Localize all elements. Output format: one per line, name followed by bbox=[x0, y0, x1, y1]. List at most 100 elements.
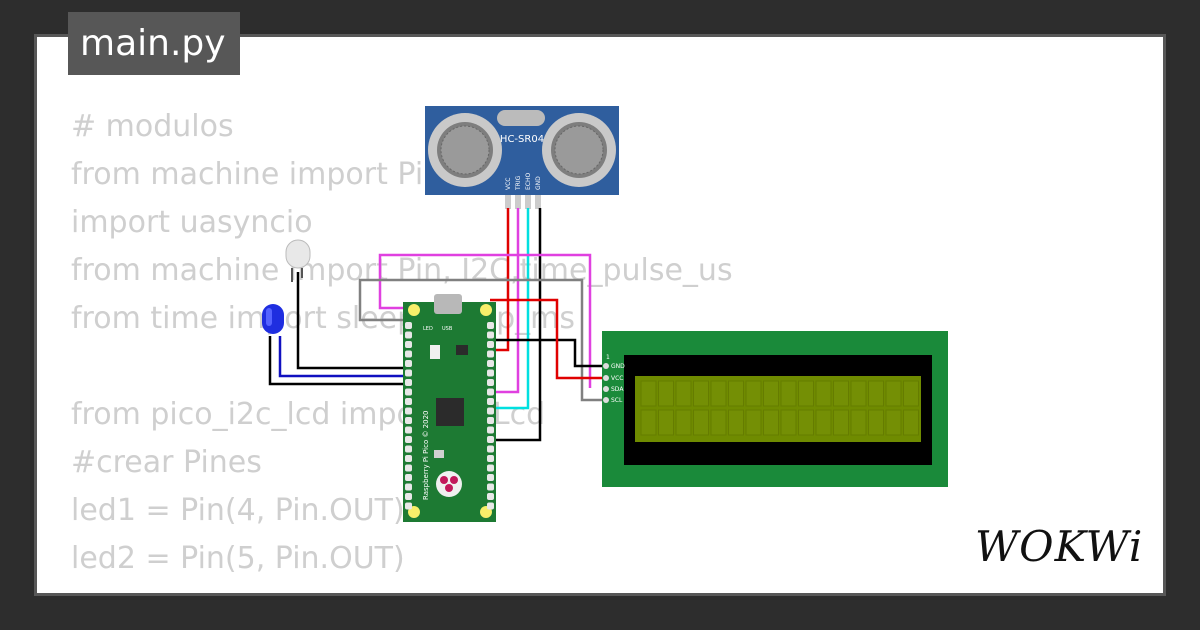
pico-pin bbox=[405, 426, 412, 434]
pico-pin bbox=[405, 455, 412, 462]
lcd-pin-vcc: VCC bbox=[611, 375, 623, 382]
pico-pin bbox=[487, 445, 494, 453]
sensor-label: HC-SR04 bbox=[500, 134, 544, 145]
pico-led-label: LED bbox=[423, 326, 433, 332]
lcd-char-cell bbox=[658, 409, 674, 436]
lcd-pin-scl: SCL bbox=[611, 397, 623, 404]
pico-pin bbox=[487, 493, 494, 500]
pico-left-pins bbox=[405, 322, 412, 510]
lcd-char-cell bbox=[745, 409, 762, 436]
pico-pin bbox=[405, 350, 412, 358]
pico-pin bbox=[487, 369, 494, 377]
sensor-pin-gnd: GND bbox=[535, 176, 542, 190]
sensor-pin-echo: ECHO bbox=[525, 173, 532, 190]
pico-pin bbox=[487, 502, 494, 510]
pico-pin bbox=[405, 502, 412, 510]
wire-echo-cyan bbox=[490, 208, 530, 410]
wire-lcd-vcc-red bbox=[490, 298, 605, 380]
pico-pin bbox=[487, 331, 494, 339]
lcd-char-cell bbox=[675, 380, 692, 407]
code-line: i2c = I2C(0, sda=Pin(0), scl=Pin(1), fre… bbox=[71, 583, 825, 593]
pico-pin bbox=[487, 474, 494, 481]
led-blue[interactable] bbox=[262, 304, 284, 334]
pico-pin bbox=[405, 379, 412, 386]
file-tab[interactable]: main.py bbox=[68, 12, 240, 75]
sensor-pin-vcc: VCC bbox=[505, 178, 512, 190]
pico-pin bbox=[405, 445, 412, 453]
lcd-char-cell bbox=[675, 409, 692, 436]
pico-pin bbox=[405, 341, 412, 348]
lcd-char-cell bbox=[903, 380, 919, 407]
lcd-char-cell bbox=[833, 380, 849, 407]
lcd-char-cell bbox=[833, 409, 849, 436]
lcd-char-cell bbox=[850, 409, 867, 436]
lcd-char-cell bbox=[885, 409, 902, 436]
lcd-char-cell bbox=[815, 380, 832, 407]
wire-led-blue-gnd bbox=[268, 336, 410, 386]
lcd-char-cell bbox=[798, 409, 814, 436]
pico-pin bbox=[487, 322, 494, 329]
sensor-pin-trig: TRIG bbox=[515, 175, 522, 191]
lcd-char-cell bbox=[780, 409, 797, 436]
code-line: import uasyncio bbox=[71, 205, 313, 240]
wire-lcd-scl-gray bbox=[358, 278, 605, 402]
pico-pin bbox=[487, 436, 494, 443]
pico-right-pins bbox=[487, 322, 494, 510]
raspberry-pi-pico[interactable]: LED USB Raspberry Pi Pico © 2020 bbox=[403, 294, 496, 522]
lcd-pin-sda: SDA bbox=[611, 386, 624, 393]
pico-pin bbox=[405, 464, 412, 472]
pico-pin bbox=[405, 398, 412, 405]
code-line: led1 = Pin(4, Pin.OUT) bbox=[71, 493, 405, 528]
pico-pin bbox=[487, 341, 494, 348]
lcd-char-cell bbox=[658, 380, 674, 407]
pico-pin bbox=[405, 436, 412, 443]
pico-pin bbox=[487, 379, 494, 386]
pico-pin bbox=[405, 322, 412, 329]
pico-pin bbox=[405, 407, 412, 415]
pico-usb-label: USB bbox=[442, 326, 453, 332]
lcd-char-cell bbox=[903, 409, 919, 436]
wire-gnd-black bbox=[490, 208, 542, 442]
lcd-pin-index: 1 bbox=[606, 354, 610, 361]
pico-silkscreen: Raspberry Pi Pico © 2020 bbox=[422, 411, 430, 501]
wires bbox=[268, 208, 605, 442]
pico-pin bbox=[487, 360, 494, 367]
lcd-char-cell bbox=[780, 380, 797, 407]
lcd-char-cell bbox=[815, 409, 832, 436]
wire-trig-magenta bbox=[490, 208, 520, 394]
pico-pin bbox=[405, 369, 412, 377]
lcd-char-cell bbox=[710, 409, 727, 436]
wire-led-white bbox=[296, 272, 410, 370]
lcd-char-cell bbox=[868, 380, 884, 407]
wire-led-blue bbox=[278, 336, 410, 378]
pico-pin bbox=[405, 388, 412, 396]
lcd-char-cell bbox=[850, 380, 867, 407]
lcd-char-cell bbox=[798, 380, 814, 407]
pico-pin bbox=[405, 417, 412, 424]
pico-pin bbox=[405, 493, 412, 500]
wire-lcd-gnd-black bbox=[490, 338, 605, 368]
code-line: from machine import Pin, I2C,time_pulse_… bbox=[71, 253, 733, 288]
lcd-char-cell bbox=[763, 380, 779, 407]
led-white[interactable] bbox=[285, 239, 311, 282]
lcd-pin-gnd: GND bbox=[611, 363, 625, 370]
pico-pin bbox=[487, 483, 494, 491]
pico-pin bbox=[487, 426, 494, 434]
code-line: # modulos bbox=[71, 109, 234, 144]
code-line: led2 = Pin(5, Pin.OUT) bbox=[71, 541, 405, 576]
ultrasonic-sensor[interactable]: HC-SR04 VCC TRIG ECHO GND bbox=[425, 106, 619, 209]
pico-pin bbox=[405, 483, 412, 491]
lcd-char-cell bbox=[763, 409, 779, 436]
lcd-char-cell bbox=[693, 380, 709, 407]
code-line: #crear Pines bbox=[71, 445, 262, 480]
pico-pin bbox=[405, 331, 412, 339]
lcd-char-cell bbox=[710, 380, 727, 407]
pico-pin bbox=[487, 417, 494, 424]
wire-lcd-sda-magenta bbox=[378, 253, 592, 388]
lcd-display[interactable]: 1 GND VCC SDA SCL bbox=[602, 331, 948, 487]
pico-pin bbox=[487, 350, 494, 358]
pico-pin bbox=[405, 474, 412, 481]
pico-pin bbox=[487, 407, 494, 415]
